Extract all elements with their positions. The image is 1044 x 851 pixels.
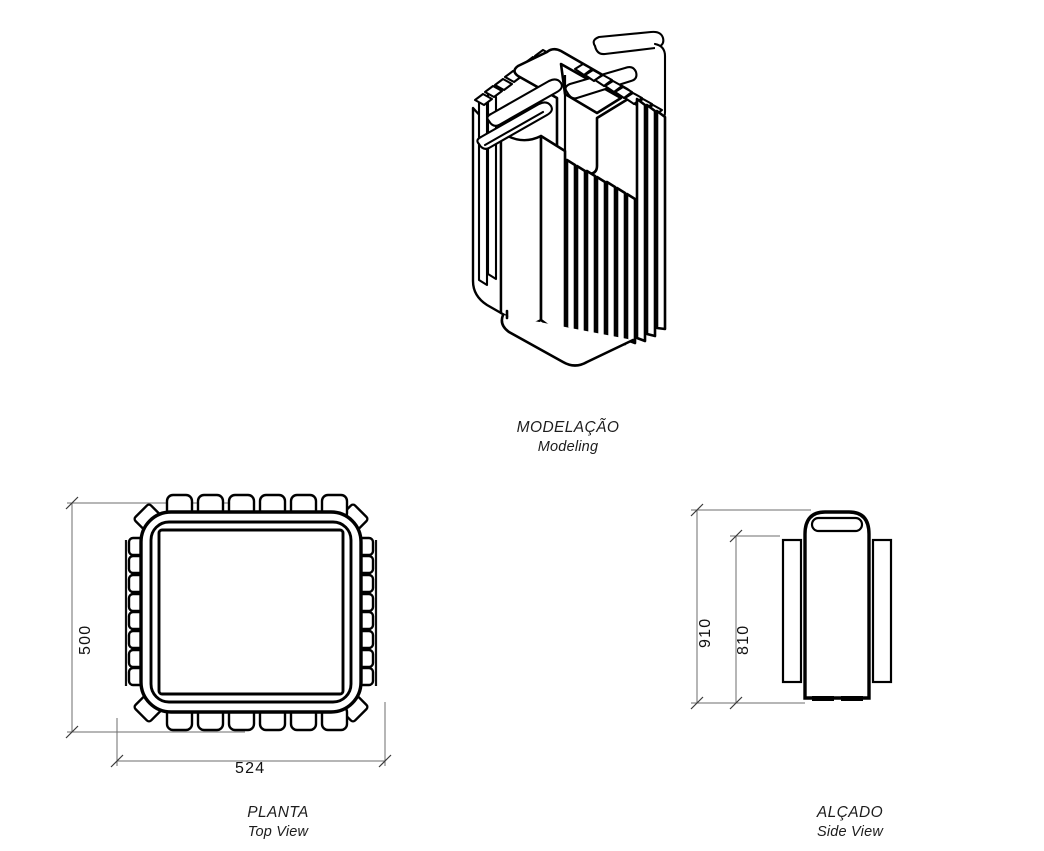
side-view-caption: ALÇADO Side View	[750, 803, 950, 843]
side-view	[675, 498, 955, 758]
top-view-caption: PLANTA Top View	[178, 803, 378, 843]
side-view-dim-910: 910	[697, 617, 714, 648]
body-opening	[157, 528, 345, 696]
top-view-dim-524: 524	[235, 760, 266, 777]
modeling-title-pt: MODELAÇÃO	[516, 419, 620, 436]
left-side-plate	[781, 538, 803, 684]
foot-right	[841, 696, 863, 701]
side-view-title-pt: ALÇADO	[816, 804, 884, 821]
body-profile	[803, 510, 871, 700]
modeling-caption: MODELAÇÃO Modeling	[468, 418, 668, 458]
right-side-plate	[871, 538, 893, 684]
isometric-model-drawing	[471, 30, 667, 367]
handle-slot	[810, 516, 864, 533]
top-view-dim-500: 500	[77, 624, 94, 655]
side-view-title-en: Side View	[816, 824, 884, 841]
top-view-title-pt: PLANTA	[247, 804, 309, 821]
side-view-drawing	[690, 503, 893, 710]
top-view	[55, 490, 405, 790]
top-view-title-en: Top View	[247, 824, 309, 841]
top-view-drawing	[65, 493, 392, 768]
modeling-title-en: Modeling	[537, 439, 599, 456]
foot-left	[812, 696, 834, 701]
side-view-dim-810: 810	[735, 624, 752, 655]
isometric-model-view	[455, 28, 695, 368]
